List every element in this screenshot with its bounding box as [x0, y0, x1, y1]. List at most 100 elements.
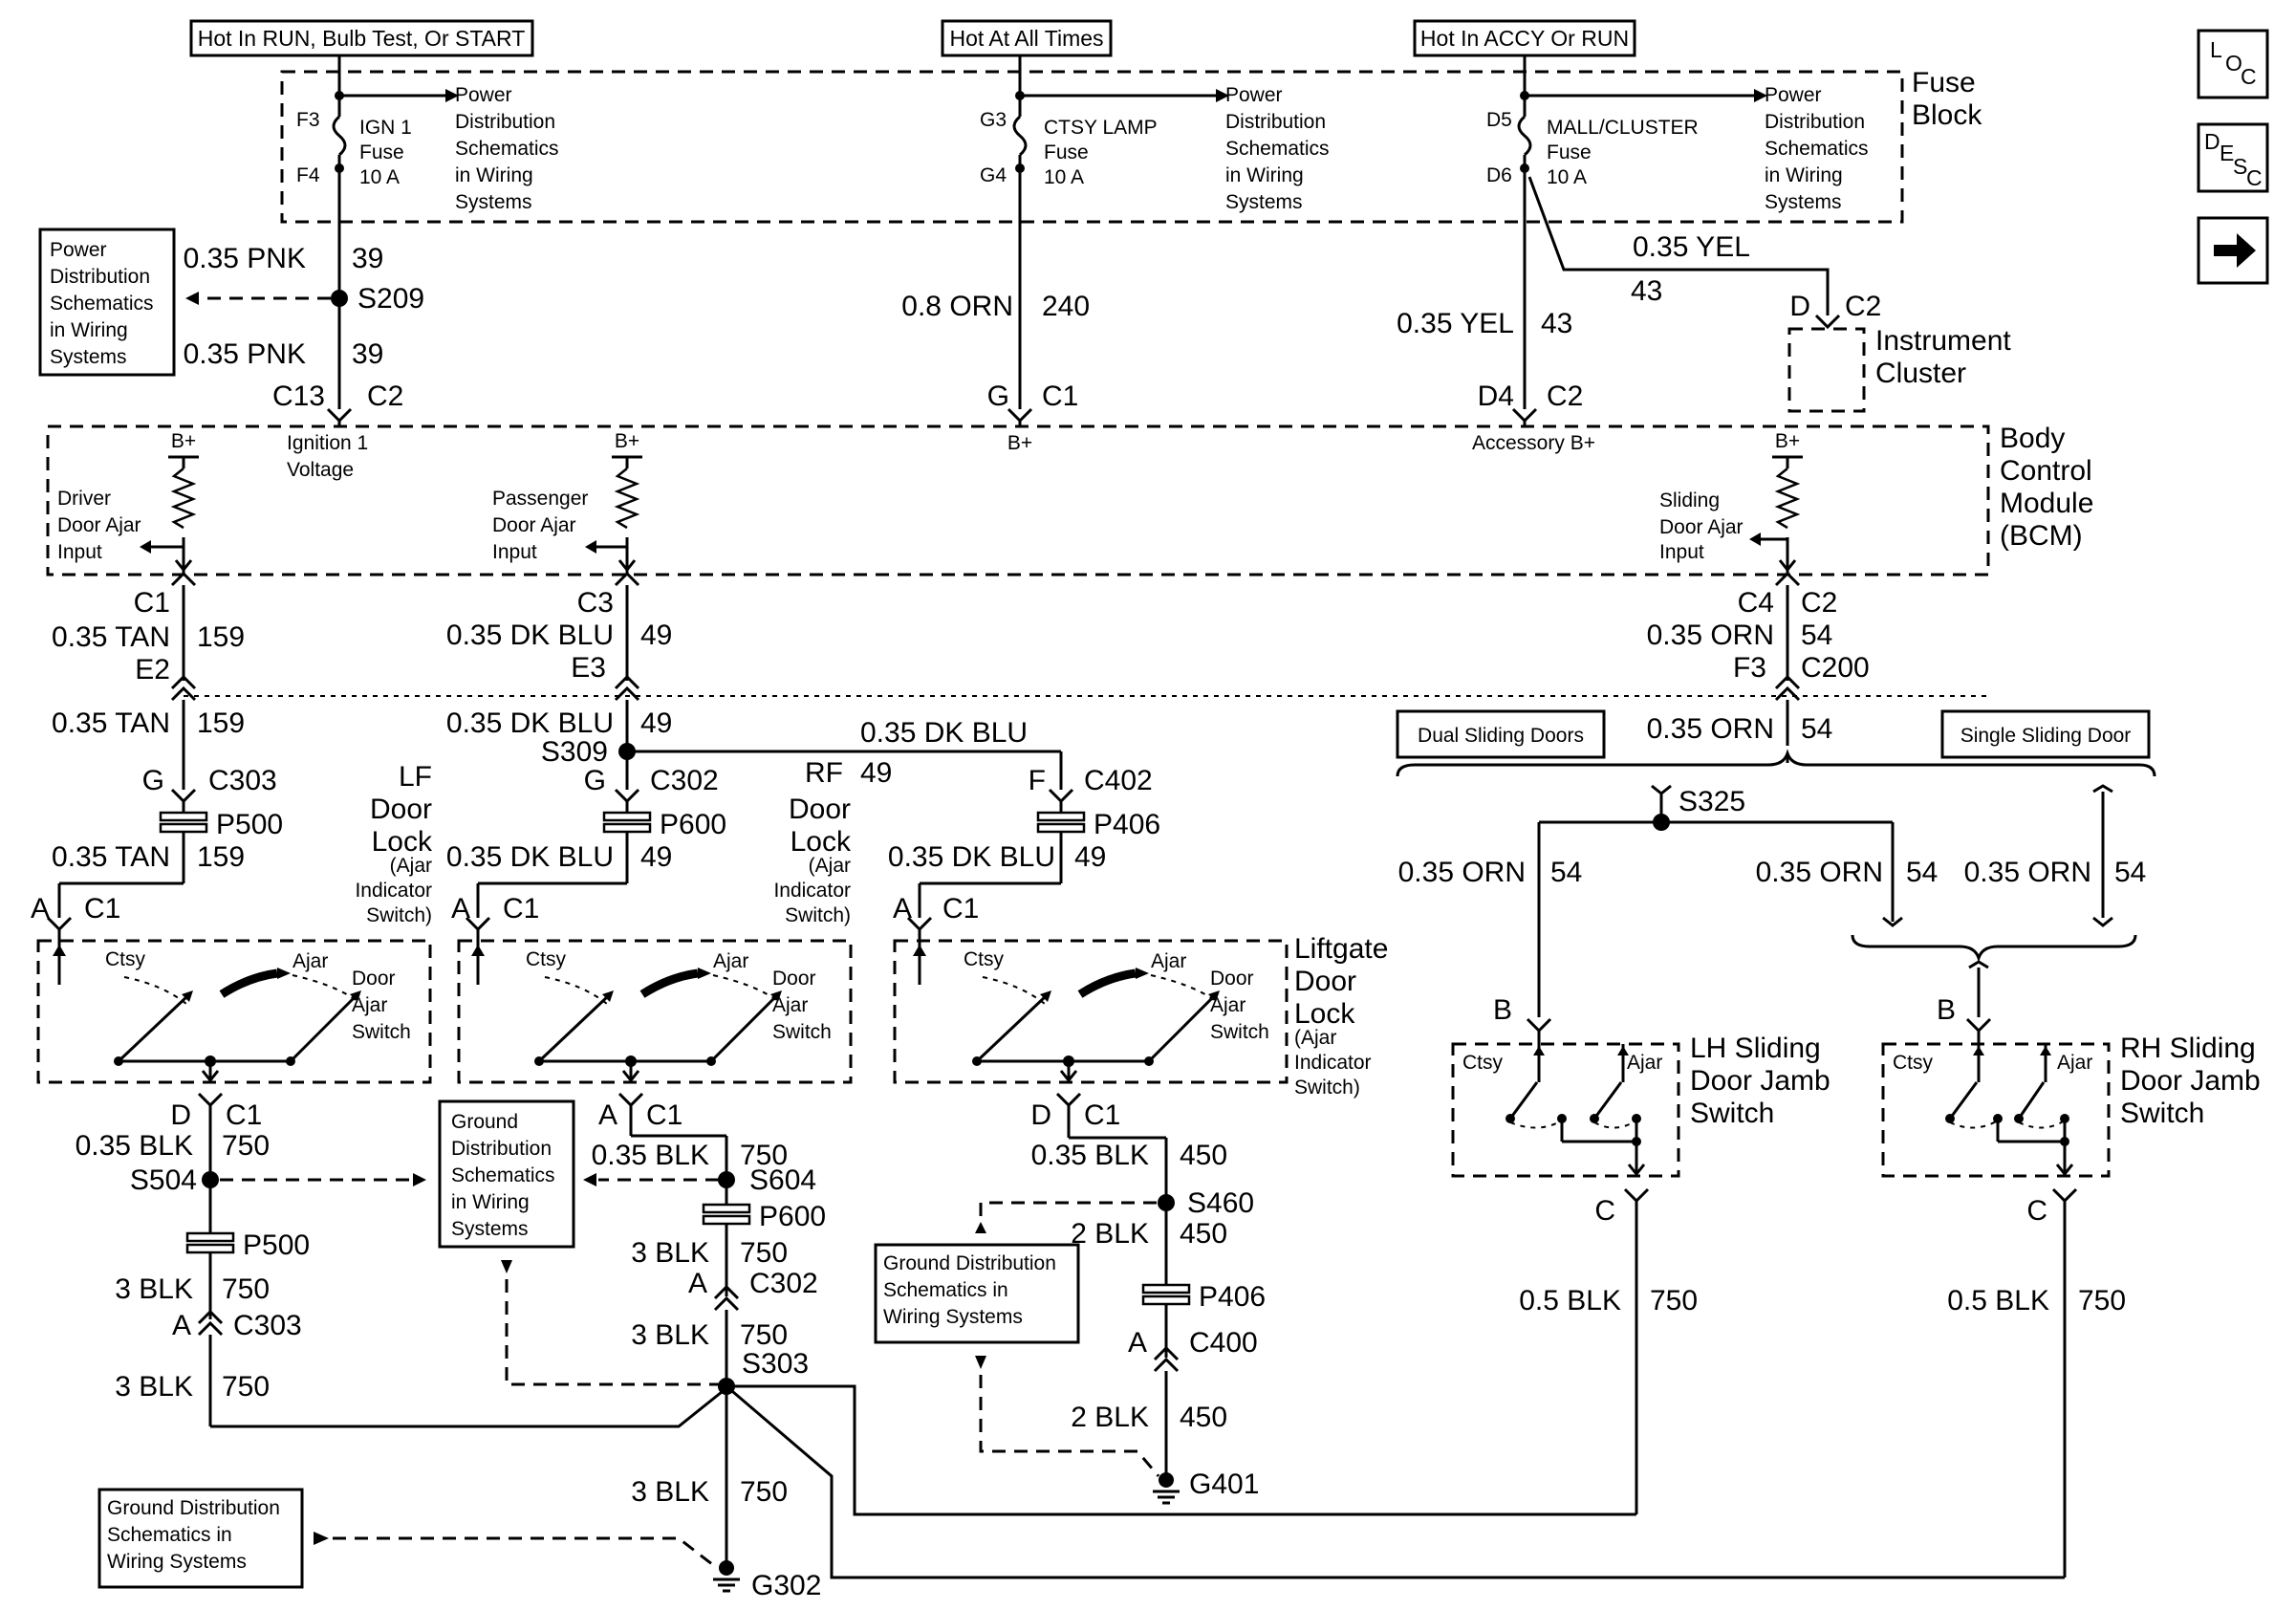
- loc-button[interactable]: L O C: [2197, 29, 2269, 99]
- svg-text:B+: B+: [1775, 430, 1800, 452]
- svg-text:Switch: Switch: [1690, 1098, 1774, 1129]
- svg-text:0.5 BLK: 0.5 BLK: [1519, 1285, 1621, 1316]
- svg-text:Wiring Systems: Wiring Systems: [107, 1551, 247, 1573]
- svg-text:Systems: Systems: [451, 1218, 529, 1240]
- svg-text:D: D: [2204, 129, 2220, 154]
- svg-text:159: 159: [197, 707, 245, 739]
- svg-text:F3: F3: [296, 109, 320, 131]
- svg-text:0.35 YEL: 0.35 YEL: [1397, 308, 1514, 339]
- svg-text:Switch: Switch: [1210, 1021, 1269, 1043]
- svg-text:Ctsy: Ctsy: [964, 948, 1005, 970]
- svg-text:54: 54: [1906, 857, 1938, 888]
- svg-text:Switch: Switch: [772, 1021, 832, 1043]
- svg-text:CTSY LAMP: CTSY LAMP: [1044, 117, 1158, 139]
- svg-text:Switch): Switch): [1294, 1077, 1360, 1099]
- svg-text:750: 750: [740, 1237, 788, 1269]
- svg-text:C2: C2: [367, 381, 403, 412]
- svg-text:C1: C1: [646, 1099, 682, 1131]
- label-hot-all: Hot At All Times: [949, 26, 1103, 51]
- svg-text:3 BLK: 3 BLK: [631, 1237, 709, 1269]
- svg-text:Cluster: Cluster: [1875, 358, 1966, 389]
- svg-text:Ignition 1: Ignition 1: [287, 432, 368, 454]
- svg-text:0.35 DK BLU: 0.35 DK BLU: [446, 620, 614, 651]
- svg-text:IGN 1: IGN 1: [359, 117, 412, 139]
- svg-text:Schematics: Schematics: [451, 1164, 555, 1186]
- svg-text:(Ajar: (Ajar: [1294, 1027, 1336, 1049]
- svg-text:Ctsy: Ctsy: [1462, 1052, 1504, 1074]
- svg-text:Distribution: Distribution: [455, 111, 555, 133]
- svg-text:A: A: [598, 1099, 617, 1131]
- desc-button[interactable]: D E S C: [2197, 122, 2269, 193]
- svg-text:G: G: [987, 381, 1009, 412]
- svg-text:54: 54: [2114, 857, 2146, 888]
- svg-text:C3: C3: [577, 587, 614, 619]
- next-arrow-button[interactable]: [2197, 216, 2269, 285]
- svg-text:S303: S303: [742, 1348, 809, 1380]
- svg-text:B+: B+: [615, 430, 639, 452]
- svg-text:0.35 DK BLU: 0.35 DK BLU: [446, 841, 614, 873]
- svg-text:A: A: [31, 893, 50, 925]
- svg-text:in Wiring: in Wiring: [455, 164, 533, 186]
- svg-text:C400: C400: [1189, 1327, 1258, 1359]
- svg-text:750: 750: [740, 1319, 788, 1351]
- svg-text:S: S: [2233, 154, 2247, 179]
- svg-text:0.35 TAN: 0.35 TAN: [52, 621, 170, 653]
- svg-text:0.35 DK BLU: 0.35 DK BLU: [860, 717, 1028, 749]
- svg-text:Power: Power: [455, 84, 512, 106]
- svg-text:(Ajar: (Ajar: [390, 855, 432, 877]
- svg-text:Lock: Lock: [372, 826, 433, 858]
- svg-text:Ajar: Ajar: [352, 994, 387, 1016]
- svg-text:E3: E3: [571, 652, 606, 684]
- svg-text:G: G: [142, 765, 164, 796]
- label-hot-run: Hot In RUN, Bulb Test, Or START: [198, 26, 526, 51]
- arrow-right-icon: [2214, 233, 2256, 268]
- svg-text:0.35 BLK: 0.35 BLK: [76, 1130, 193, 1162]
- svg-text:750: 750: [1650, 1285, 1698, 1316]
- svg-text:2 BLK: 2 BLK: [1071, 1218, 1149, 1250]
- svg-text:Door Jamb: Door Jamb: [2120, 1065, 2261, 1097]
- svg-text:0.35 TAN: 0.35 TAN: [52, 841, 170, 873]
- svg-text:159: 159: [197, 621, 245, 653]
- svg-text:Dual Sliding Doors: Dual Sliding Doors: [1418, 725, 1584, 747]
- svg-text:Single Sliding Door: Single Sliding Door: [1960, 725, 2132, 747]
- svg-text:E: E: [2220, 141, 2234, 165]
- svg-text:Distribution: Distribution: [451, 1138, 552, 1160]
- svg-text:39: 39: [352, 243, 383, 274]
- svg-text:L: L: [2210, 37, 2222, 62]
- svg-text:D6: D6: [1486, 164, 1512, 186]
- svg-text:Ctsy: Ctsy: [105, 948, 146, 970]
- svg-text:49: 49: [1074, 841, 1106, 873]
- svg-text:Indicator: Indicator: [773, 880, 851, 902]
- svg-text:0.8 ORN: 0.8 ORN: [901, 291, 1013, 322]
- svg-text:A: A: [451, 893, 470, 925]
- svg-text:C: C: [2241, 64, 2257, 89]
- svg-text:49: 49: [640, 841, 672, 873]
- svg-text:10 A: 10 A: [1044, 166, 1084, 188]
- label-hot-accy: Hot In ACCY Or RUN: [1420, 26, 1629, 51]
- svg-text:C1: C1: [1084, 1099, 1120, 1131]
- svg-text:Input: Input: [57, 541, 102, 563]
- bcm: Body Control Module (BCM) Ignition 1 Vol…: [46, 423, 2093, 577]
- svg-text:Power: Power: [1765, 84, 1822, 106]
- svg-text:450: 450: [1180, 1140, 1227, 1171]
- svg-text:450: 450: [1180, 1218, 1227, 1250]
- svg-text:C4: C4: [1738, 587, 1774, 619]
- svg-text:D: D: [170, 1099, 191, 1131]
- svg-text:C: C: [2026, 1195, 2047, 1227]
- svg-text:A: A: [688, 1268, 707, 1299]
- svg-text:A: A: [1128, 1327, 1147, 1359]
- svg-text:750: 750: [222, 1273, 270, 1305]
- svg-text:C302: C302: [650, 765, 719, 796]
- svg-text:Control: Control: [2000, 455, 2092, 487]
- svg-text:750: 750: [2078, 1285, 2126, 1316]
- svg-text:54: 54: [1801, 713, 1832, 745]
- svg-text:Door: Door: [352, 968, 396, 990]
- svg-text:Systems: Systems: [1765, 191, 1842, 213]
- ground-wires: D C1 0.35 BLK 750 S504 P500 3 BLK 750 A …: [76, 1092, 2065, 1601]
- svg-text:D: D: [1030, 1099, 1051, 1131]
- svg-text:3 BLK: 3 BLK: [631, 1319, 709, 1351]
- svg-text:Systems: Systems: [455, 191, 532, 213]
- svg-text:Schematics: Schematics: [1765, 138, 1869, 160]
- svg-text:49: 49: [640, 707, 672, 739]
- svg-text:S325: S325: [1679, 786, 1745, 817]
